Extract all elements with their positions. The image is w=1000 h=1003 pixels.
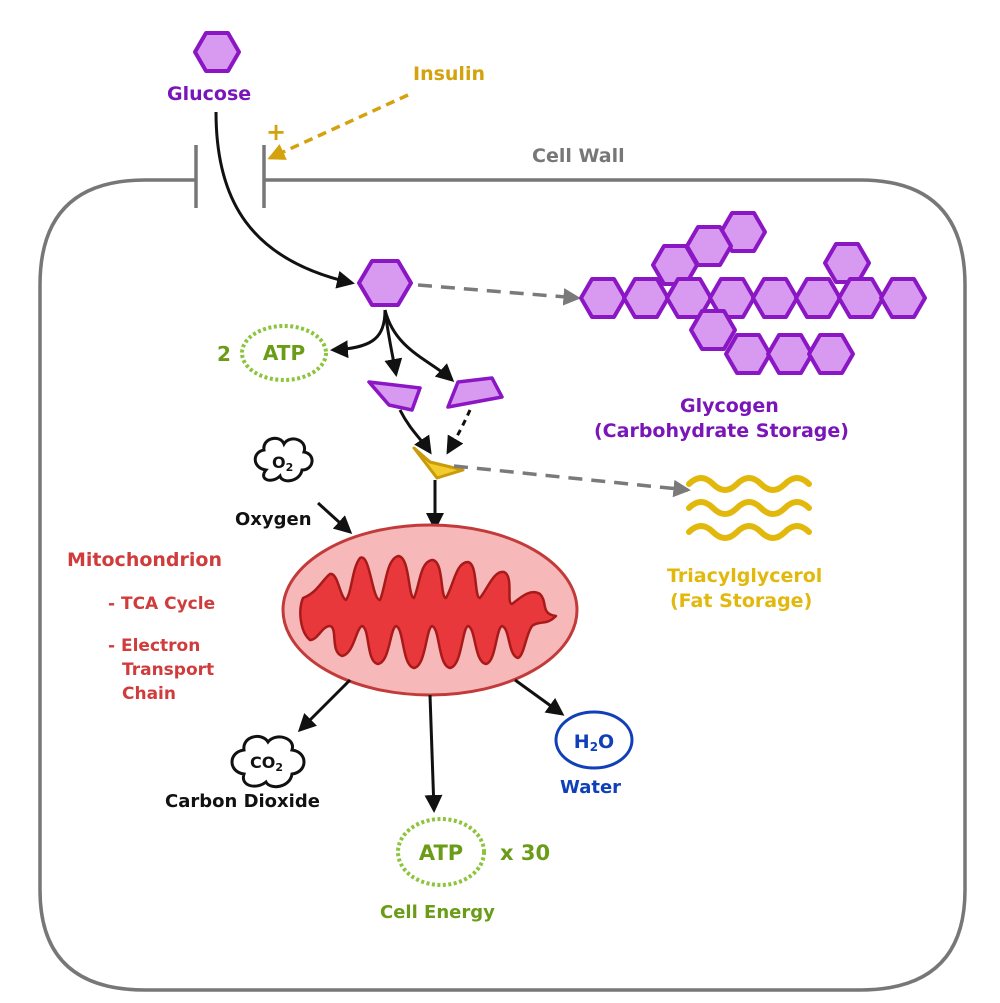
atp-small-ring-icon bbox=[240, 324, 328, 382]
glucose-entry-arrow bbox=[214, 111, 355, 289]
intracellular-glucose-icon bbox=[357, 259, 413, 307]
glycogen-chain-icon bbox=[579, 211, 927, 375]
glucose-hexagon-icon bbox=[193, 31, 241, 73]
fragment-right-arrow bbox=[383, 309, 455, 383]
atp-branch-arrow bbox=[330, 309, 387, 359]
mitochondrion-label: Mitochondrion bbox=[67, 549, 222, 571]
glycogen-arrow bbox=[417, 283, 581, 306]
triose-fragment-left-icon bbox=[367, 380, 422, 412]
water-bubble-icon bbox=[554, 710, 634, 770]
etc-label-line2: Transport bbox=[122, 660, 214, 680]
co2-arrow bbox=[297, 678, 352, 733]
glycogen-label: Glycogen bbox=[680, 395, 779, 417]
oxygen-label: Oxygen bbox=[235, 509, 312, 530]
glycogen-sublabel: (Carbohydrate Storage) bbox=[594, 420, 849, 442]
water-label: Water bbox=[560, 777, 621, 798]
lipid-wave-icon bbox=[686, 475, 812, 541]
tca-cycle-label: - TCA Cycle bbox=[108, 594, 215, 614]
cell-wall-outline bbox=[38, 178, 967, 992]
carbon-dioxide-label: Carbon Dioxide bbox=[165, 791, 320, 812]
insulin-label: Insulin bbox=[413, 63, 485, 85]
co2-cloud-icon bbox=[230, 734, 306, 789]
triose-fragment-right-icon bbox=[446, 376, 504, 409]
atp-small-label: ATP bbox=[263, 341, 305, 365]
atp-big-label: ATP bbox=[419, 841, 463, 865]
insulin-arrow bbox=[267, 93, 409, 160]
atp-multiplier-label: x 30 bbox=[500, 841, 550, 865]
fragment-to-pyruvate-arrow bbox=[398, 409, 432, 455]
oxygen-arrow bbox=[316, 501, 353, 535]
mitochondrion-icon bbox=[281, 523, 579, 697]
acetyl-intermediate-icon bbox=[412, 446, 465, 480]
triacylglycerol-label: Triacylglycerol bbox=[667, 565, 822, 587]
water-arrow bbox=[514, 678, 565, 716]
glucose-label: Glucose bbox=[167, 83, 251, 105]
fragment-to-pyruvate-dotted-arrow bbox=[446, 409, 472, 455]
cell-wall-label: Cell Wall bbox=[532, 145, 625, 167]
insulin-plus-sign: + bbox=[266, 118, 286, 146]
atp-output-arrow bbox=[424, 694, 443, 813]
oxygen-cloud-icon bbox=[253, 436, 314, 483]
atp-big-ring-icon bbox=[396, 817, 486, 887]
oxygen-formula: O2 bbox=[272, 453, 293, 474]
etc-label-line3: Chain bbox=[122, 684, 176, 704]
fat-storage-arrow bbox=[453, 464, 691, 498]
etc-label-line1: - Electron bbox=[108, 636, 200, 656]
water-formula: H2O bbox=[574, 731, 614, 754]
triacylglycerol-sublabel: (Fat Storage) bbox=[670, 590, 812, 612]
co2-formula: CO2 bbox=[250, 753, 283, 774]
atp-small-count: 2 bbox=[217, 342, 231, 366]
cell-energy-label: Cell Energy bbox=[380, 902, 495, 923]
